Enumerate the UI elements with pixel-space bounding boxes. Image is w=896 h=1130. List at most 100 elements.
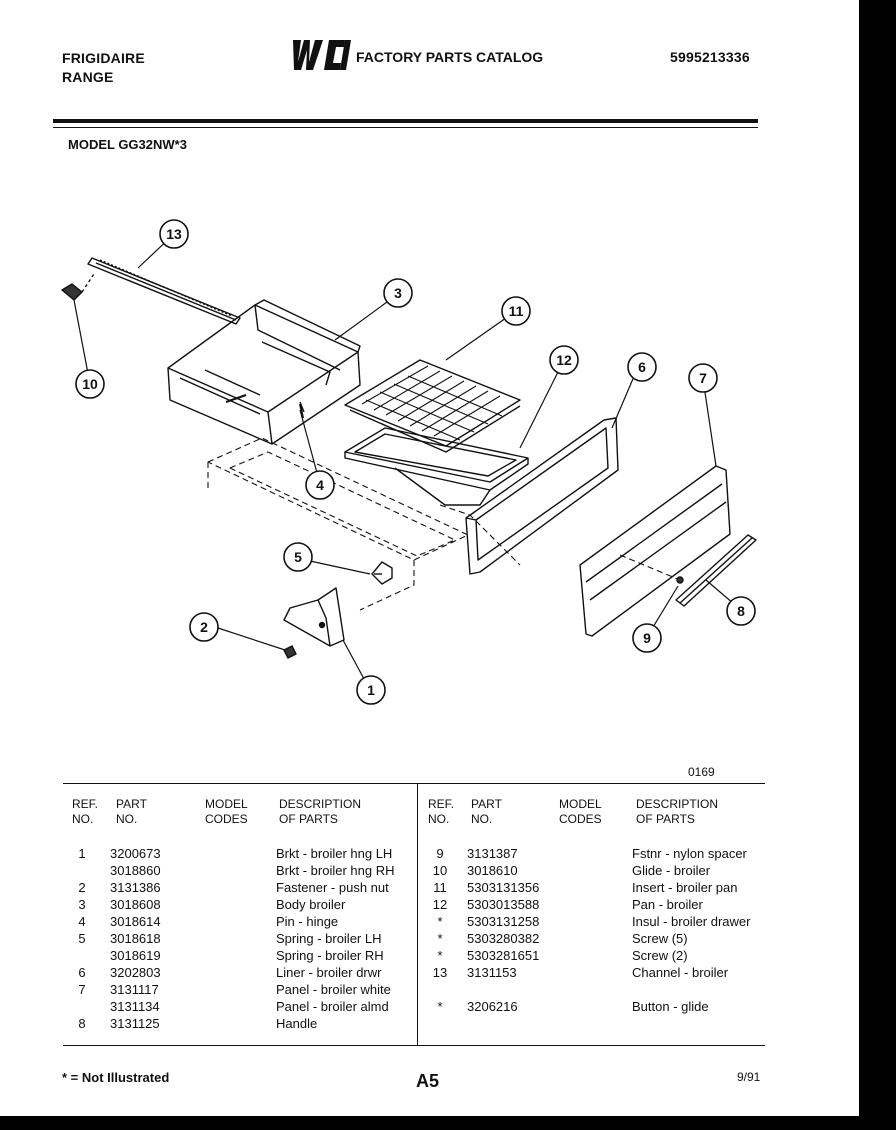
table-cell-right-ref: 13 <box>432 965 448 980</box>
part-body-broiler <box>167 299 361 445</box>
table-cell-left-desc: Fastener - push nut <box>276 880 389 895</box>
part-glide <box>61 273 95 301</box>
assembly-outline <box>207 437 681 611</box>
table-cell-right-desc: Channel - broiler <box>632 965 729 980</box>
table-cell-right-part: 5303281651 <box>467 948 540 963</box>
header-left-ref: REF. NO. <box>72 797 99 826</box>
part-channel <box>87 257 241 325</box>
part-broiler-pan-insert <box>344 359 521 453</box>
header-right-model: MODEL CODES <box>559 797 602 826</box>
table-cell-left-desc: Body broiler <box>276 897 346 912</box>
callout-2: 2 <box>200 619 208 635</box>
table-cell-right-ref: 9 <box>436 846 444 861</box>
table-cell-left-part: 3131117 <box>110 982 159 997</box>
table-cell-left-ref: 3 <box>78 897 86 912</box>
table-cell-left-ref: 7 <box>78 982 86 997</box>
callout-6: 6 <box>638 359 646 375</box>
table-bottom-rule <box>63 1045 765 1046</box>
table-cell-right-desc: Fstnr - nylon spacer <box>632 846 747 861</box>
table-cell-left-desc: Panel - broiler almd <box>276 999 389 1014</box>
part-panel <box>579 465 731 637</box>
table-cell-left-ref: 6 <box>78 965 86 980</box>
table-cell-right-part: 5303013588 <box>467 897 540 912</box>
exploded-parts-diagram: 1 2 3 4 5 6 7 8 9 10 11 12 13 <box>61 219 757 705</box>
part-spacer <box>676 576 684 584</box>
table-cell-left-ref: 2 <box>78 880 86 895</box>
part-liner <box>465 417 619 575</box>
table-cell-left-desc: Brkt - broiler hng LH <box>276 846 393 861</box>
table-cell-right-part: 3206216 <box>467 999 518 1014</box>
catalog-number: 5995213336 <box>670 49 750 65</box>
part-pin <box>299 403 304 419</box>
table-cell-right-ref: * <box>437 999 443 1014</box>
table-cell-left-part: 3131386 <box>110 880 161 895</box>
table-cell-left-ref: 8 <box>78 1016 86 1031</box>
table-cell-left-desc: Pin - hinge <box>276 914 339 929</box>
part-handle <box>675 534 757 607</box>
callout-circles <box>75 219 756 705</box>
callout-10: 10 <box>82 376 98 392</box>
header-left-part: PART NO. <box>116 797 147 826</box>
table-cell-right-ref: 12 <box>432 897 448 912</box>
callout-8: 8 <box>737 603 745 619</box>
callout-5: 5 <box>294 549 302 565</box>
table-cell-left-ref: 4 <box>78 914 86 929</box>
part-push-nut <box>283 645 297 659</box>
table-cell-right-desc: Pan - broiler <box>632 897 703 912</box>
table-cell-right-ref: * <box>437 948 443 963</box>
diagram-code: 0169 <box>688 765 715 779</box>
table-cell-right-desc: Glide - broiler <box>632 863 711 878</box>
table-cell-right-part: 3018610 <box>467 863 518 878</box>
table-cell-right-desc: Screw (5) <box>632 931 688 946</box>
table-cell-right-part: 5303131356 <box>467 880 540 895</box>
callout-7: 7 <box>699 370 707 386</box>
catalog-title: FACTORY PARTS CATALOG <box>356 49 544 65</box>
callout-12: 12 <box>556 352 572 368</box>
header-rule <box>53 119 758 123</box>
callout-3: 3 <box>394 285 402 301</box>
table-cell-left-desc: Panel - broiler white <box>276 982 391 997</box>
table-cell-right-ref: * <box>437 914 443 929</box>
table-cell-left-part: 3018618 <box>110 931 161 946</box>
table-cell-right-ref: 10 <box>432 863 448 878</box>
page-border-bottom <box>0 1116 896 1130</box>
table-cell-right-part: 3131153 <box>467 965 517 980</box>
table-cell-right-ref: * <box>437 931 443 946</box>
footnote: * = Not Illustrated <box>62 1070 170 1085</box>
table-cell-right-desc: Insul - broiler drawer <box>632 914 751 929</box>
callout-1: 1 <box>367 682 375 698</box>
table-cell-right-desc: Screw (2) <box>632 948 688 963</box>
part-bracket <box>283 587 345 647</box>
table-cell-left-desc: Brkt - broiler hng RH <box>276 863 395 878</box>
table-cell-left-desc: Handle <box>276 1016 318 1031</box>
table-cell-left-part: 3131134 <box>110 999 160 1014</box>
table-cell-right-part: 5303280382 <box>467 931 540 946</box>
callout-11: 11 <box>509 303 524 319</box>
table-cell-right-desc: Insert - broiler pan <box>632 880 738 895</box>
table-cell-left-part: 3018860 <box>110 863 161 878</box>
model-label: MODEL GG32NW*3 <box>68 137 187 152</box>
wci-logo <box>293 40 351 70</box>
header-right-desc: DESCRIPTION OF PARTS <box>636 797 719 826</box>
table-cell-left-part: 3018608 <box>110 897 161 912</box>
header-left-desc: DESCRIPTION OF PARTS <box>279 797 362 826</box>
table-cell-left-ref: 1 <box>78 846 86 861</box>
table-cell-right-ref: 11 <box>433 880 447 895</box>
table-divider <box>417 783 418 1045</box>
table-cell-right-part: 3131387 <box>467 846 518 861</box>
header-rule-thin <box>53 127 758 128</box>
callout-9: 9 <box>643 630 651 646</box>
page-border-right <box>859 0 896 1130</box>
header-right-ref: REF. NO. <box>428 797 455 826</box>
table-cell-right-desc: Button - glide <box>632 999 709 1014</box>
table-cell-left-desc: Spring - broiler RH <box>276 948 384 963</box>
table-cell-left-desc: Spring - broiler LH <box>276 931 382 946</box>
table-cell-left-part: 3018619 <box>110 948 161 963</box>
table-cell-left-part: 3131125 <box>110 1016 160 1031</box>
product-type: RANGE <box>62 69 114 85</box>
table-cell-right-part: 5303131258 <box>467 914 540 929</box>
table-cell-left-part: 3200673 <box>110 846 161 861</box>
table-cell-left-ref: 5 <box>78 931 86 946</box>
page-number: A5 <box>416 1071 440 1091</box>
revision-date: 9/91 <box>737 1070 761 1084</box>
